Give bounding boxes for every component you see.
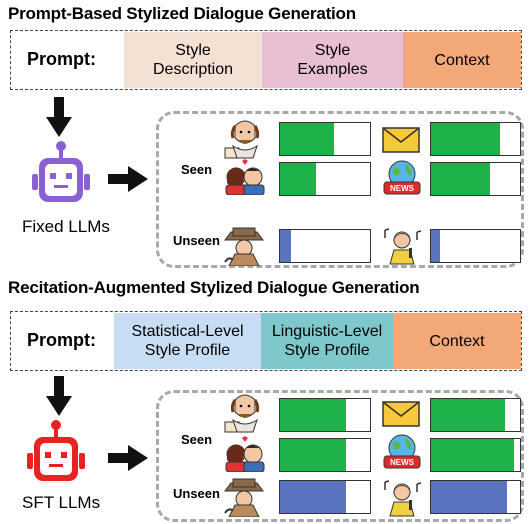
bottom-prompt-label: Prompt:	[27, 330, 96, 350]
shakespeare-icon	[224, 120, 260, 159]
singer-icon	[384, 228, 422, 265]
bar-bottom-unseen-col-1	[279, 480, 371, 514]
bar-fill	[280, 163, 316, 195]
bar-fill	[431, 399, 505, 431]
top-seen-label: Seen	[181, 162, 213, 177]
top-segment-1-line2: Description	[152, 61, 234, 78]
top-results-panel	[156, 111, 524, 268]
bar-top-seen-2-col-2	[430, 162, 521, 196]
detective-icon	[224, 478, 264, 517]
bottom-segment-1-line2: Style Profile	[144, 342, 231, 359]
singer-icon	[384, 480, 422, 517]
bar-fill	[280, 481, 346, 513]
right-arrow-icon	[108, 166, 148, 192]
top-unseen-label: Unseen	[173, 233, 220, 248]
robot-icon	[32, 141, 90, 202]
top-segment-context: Context	[403, 32, 521, 88]
bar-top-seen-1-col-1	[279, 122, 371, 156]
bottom-segment-3-line1: Context	[429, 332, 485, 350]
detective-icon	[224, 227, 264, 266]
top-prompt-label: Prompt:	[27, 49, 96, 69]
sft-llms-label: SFT LLMs	[22, 493, 101, 512]
news-globe-icon: NEWS	[383, 160, 421, 195]
bar-fill	[431, 439, 514, 471]
bottom-segment-2-line1: Linguistic-Level	[271, 323, 383, 340]
bar-top-seen-1-col-2	[430, 122, 521, 156]
bar-top-seen-2-col-1	[279, 162, 371, 196]
top-segment-2-line2: Examples	[297, 61, 368, 78]
svg-text:NEWS: NEWS	[390, 184, 415, 193]
bottom-results-panel	[156, 390, 524, 522]
bar-bottom-seen-2-col-1	[279, 438, 371, 472]
top-segment-1-line1: Style	[175, 42, 211, 59]
romance-couple-icon	[225, 436, 265, 472]
bar-bottom-unseen-col-2	[430, 480, 521, 514]
shakespeare-icon	[224, 394, 260, 433]
bar-fill	[431, 163, 490, 195]
bar-fill	[431, 481, 507, 513]
bar-fill	[280, 123, 334, 155]
envelope-icon	[382, 127, 420, 153]
bottom-section-title: Recitation-Augmented Stylized Dialogue G…	[8, 278, 420, 297]
bottom-seen-label: Seen	[181, 432, 213, 447]
news-globe-icon: NEWS	[383, 434, 421, 469]
top-section-title: Prompt-Based Stylized Dialogue Generatio…	[8, 4, 356, 23]
right-arrow-icon	[108, 445, 148, 471]
bar-fill	[280, 439, 346, 471]
bottom-unseen-label: Unseen	[173, 486, 220, 501]
envelope-icon	[382, 401, 420, 427]
robot-icon	[27, 420, 85, 481]
bottom-segment-2-line2: Style Profile	[284, 342, 370, 359]
bar-bottom-seen-1-col-2	[430, 398, 521, 432]
top-segment-3-line1: Context	[434, 51, 490, 69]
bar-bottom-seen-1-col-1	[279, 398, 371, 432]
top-segment-2-line1: Style	[314, 42, 351, 59]
bottom-segment-context: Context	[393, 313, 521, 369]
bar-top-unseen-col-1	[279, 229, 371, 263]
bar-bottom-seen-2-col-2	[430, 438, 521, 472]
down-arrow-icon	[46, 97, 72, 137]
romance-couple-icon	[225, 159, 265, 195]
bar-fill	[280, 230, 291, 262]
down-arrow-icon	[46, 376, 72, 416]
svg-text:NEWS: NEWS	[390, 458, 415, 467]
fixed-llms-label: Fixed LLMs	[22, 217, 110, 236]
bar-fill	[280, 399, 346, 431]
bar-top-unseen-col-2	[430, 229, 521, 263]
bottom-segment-1-line1: Statistical-Level	[131, 323, 244, 340]
bar-fill	[431, 123, 501, 155]
bar-fill	[431, 230, 440, 262]
